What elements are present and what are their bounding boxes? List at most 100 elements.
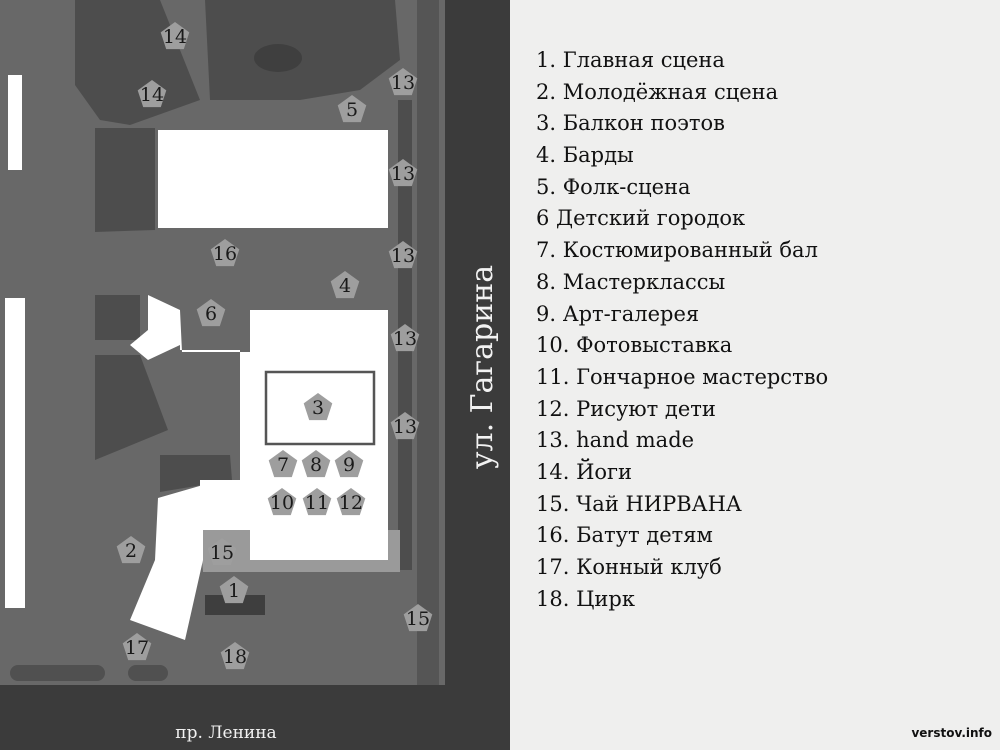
marker-label: 10	[270, 492, 294, 514]
legend-item: 9. Арт-галерея	[536, 301, 700, 326]
marker-pentagon	[330, 271, 360, 299]
marker-label: 3	[312, 397, 324, 419]
map-marker-13: 13	[390, 412, 420, 440]
marker-label: 13	[391, 72, 415, 94]
left-bar-bottom	[5, 298, 25, 608]
marker-label: 11	[305, 492, 329, 514]
marker-pentagon	[210, 239, 240, 267]
marker-pentagon	[116, 536, 146, 564]
legend-item: 15. Чай НИРВАНА	[536, 491, 742, 516]
stage-platform	[205, 595, 265, 615]
marker-pentagon	[388, 68, 418, 96]
marker-pentagon	[268, 450, 298, 478]
marker-pentagon	[334, 450, 364, 478]
marker-pentagon	[403, 604, 433, 632]
map-marker-2: 2	[116, 536, 146, 564]
marker-label: 5	[346, 99, 358, 121]
legend-item: 8. Мастерклассы	[536, 269, 726, 294]
map-marker-4: 4	[330, 271, 360, 299]
block-left-mid	[95, 295, 140, 340]
legend-item: 10. Фотовыставка	[536, 333, 733, 358]
left-bar-top	[8, 75, 22, 170]
marker-pentagon	[303, 393, 333, 421]
watermark: verstov.info	[911, 726, 992, 740]
marker-label: 14	[163, 26, 187, 48]
legend-item: 17. Конный клуб	[536, 555, 722, 579]
legend-item: 7. Костюмированный бал	[536, 238, 818, 263]
marker-pentagon	[388, 159, 418, 187]
legend-item: 5. Фолк-сцена	[536, 174, 691, 199]
map-marker-8: 8	[301, 450, 331, 478]
legend-panel: 1. Главная сцена 2. Молодёжная сцена 3. …	[510, 0, 1000, 750]
marker-label: 14	[140, 84, 164, 106]
legend-item: 1. Главная сцена	[536, 48, 725, 72]
legend-list: 1. Главная сцена 2. Молодёжная сцена 3. …	[536, 45, 828, 615]
legend-item: 4. Барды	[536, 143, 634, 168]
courtyard-light	[250, 530, 388, 560]
marker-pentagon	[196, 299, 226, 327]
building-east	[250, 310, 388, 560]
marker-pentagon	[122, 633, 152, 661]
marker-label: 1	[228, 580, 240, 602]
marker-label: 15	[406, 608, 430, 630]
map-marker-11: 11	[302, 488, 332, 516]
marker-label: 12	[339, 492, 363, 514]
marker-label: 6	[205, 303, 217, 325]
marker-label: 2	[125, 540, 137, 562]
map-marker-6: 6	[196, 299, 226, 327]
marker-pentagon	[336, 488, 366, 516]
block-left-upper	[95, 128, 155, 232]
street-vertical-label: ул. Гагарина	[465, 265, 500, 469]
marker-label: 17	[125, 637, 149, 659]
marker-pentagon	[137, 80, 167, 108]
block-top	[205, 0, 400, 100]
map-marker-15: 15	[403, 604, 433, 632]
map-marker-14: 14	[160, 22, 190, 50]
map-marker-5: 5	[337, 95, 367, 123]
marker-label: 9	[343, 454, 355, 476]
building-southwest	[130, 485, 203, 640]
marker-pentagon	[160, 22, 190, 50]
marker-label: 15	[210, 542, 234, 564]
marker-label: 13	[393, 328, 417, 350]
path-bottom-mid	[128, 665, 168, 681]
marker-label: 18	[223, 646, 247, 668]
legend-item: 13. hand made	[536, 428, 695, 453]
marker-pentagon	[302, 488, 332, 516]
building-north	[158, 130, 388, 228]
map-marker-14: 14	[137, 80, 167, 108]
legend-item: 16. Батут детям	[536, 523, 713, 548]
marker-label: 16	[213, 243, 237, 265]
map-marker-16: 16	[210, 239, 240, 267]
poets-balcony-outline	[264, 370, 376, 446]
legend-item: 11. Гончарное мастерство	[536, 364, 829, 389]
marker-pentagon	[390, 412, 420, 440]
map-marker-17: 17	[122, 633, 152, 661]
marker-pentagon	[267, 488, 297, 516]
legend-item: 2. Молодёжная сцена	[536, 79, 779, 104]
marker-pentagon	[388, 241, 418, 269]
map-marker-13: 13	[388, 241, 418, 269]
marker-label: 13	[391, 163, 415, 185]
marker-pentagon	[301, 450, 331, 478]
marker-pentagon	[207, 538, 237, 566]
map-marker-3: 3	[303, 393, 333, 421]
marker-label: 8	[310, 454, 322, 476]
marker-pentagon	[337, 95, 367, 123]
map-marker-15: 15	[207, 538, 237, 566]
path-bottom-left	[10, 665, 105, 681]
street-horizontal-label: пр. Ленина	[175, 723, 276, 743]
map-marker-13: 13	[388, 68, 418, 96]
legend-item: 6 Детский городок	[536, 206, 746, 231]
fountain	[254, 44, 302, 72]
map-marker-10: 10	[267, 488, 297, 516]
marker-label: 13	[391, 245, 415, 267]
map-marker-13: 13	[390, 324, 420, 352]
marker-label: 7	[277, 454, 289, 476]
legend-item: 14. Йоги	[536, 459, 633, 484]
map-marker-18: 18	[220, 642, 250, 670]
legend-item: 12. Рисуют дети	[536, 396, 716, 421]
marker-label: 4	[339, 275, 351, 297]
